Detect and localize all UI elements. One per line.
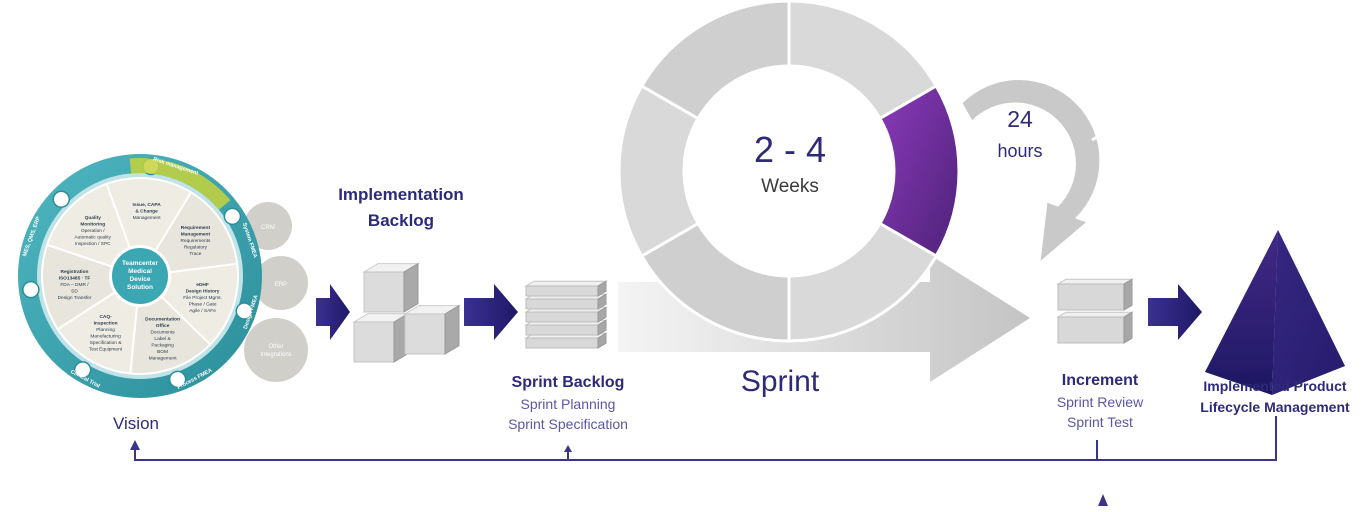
wheel-module-icon xyxy=(73,361,92,379)
wheel-highlight-arc xyxy=(129,157,231,210)
wheel-center-text: Teamcenter xyxy=(122,260,158,267)
wheel-segment-text: Design History xyxy=(186,289,220,295)
wheel-segment-text: Management xyxy=(149,356,178,362)
wheel-center-text: Solution xyxy=(127,284,153,291)
slab xyxy=(1056,278,1134,311)
integration-label: ERP xyxy=(275,282,287,288)
backlog-cubes xyxy=(352,262,461,363)
implemented-plm-label: Implemented Product Lifecycle Management xyxy=(1180,376,1370,418)
loop-divider-2 xyxy=(1091,126,1113,142)
wheel-segment-text: Quality xyxy=(85,215,102,221)
wheel-segment-text: Registration xyxy=(61,269,89,275)
sprint-review-label: Sprint Review xyxy=(1056,394,1144,410)
wheel-segment-text: Phase / Gate xyxy=(189,302,217,308)
wheel-segment-text: Operation / xyxy=(81,228,105,234)
vision-label: Vision xyxy=(113,414,159,433)
wheel-center-text: Device xyxy=(130,276,151,283)
loop-divider-1 xyxy=(1032,46,1048,71)
wheel-segment-text: SD xyxy=(71,289,78,295)
wheel-segment-text: Requirements xyxy=(181,238,211,244)
wheel-segment-text: Documents xyxy=(150,330,175,336)
wheel-segment-text: eDHF xyxy=(196,282,209,288)
sprint-ring-center xyxy=(686,68,892,274)
implementation-backlog-line2: Backlog xyxy=(367,211,435,230)
sprint-planning-label: Sprint Planning xyxy=(520,396,616,412)
integration-circle xyxy=(254,256,308,310)
integration-label: Other xyxy=(268,344,283,350)
daily-value: 24 xyxy=(1007,106,1033,132)
flow-arrow-2 xyxy=(464,284,518,340)
wheel-segment-text: File Project Mgmt. xyxy=(183,295,222,301)
feedback-loop-line xyxy=(130,416,1277,506)
wheel-module-icon xyxy=(223,207,242,226)
implementation-backlog-title: Implementation Backlog xyxy=(296,182,506,234)
implemented-line2: Lifecycle Management xyxy=(1200,399,1350,415)
wheel-segment-text: Agile / SAFe xyxy=(189,308,216,314)
wheel-module-icon xyxy=(22,280,40,299)
wheel-segment-text: Regulatory xyxy=(184,245,208,251)
increment-stack-icon xyxy=(1056,278,1134,344)
wheel-segment-text: Monitoring xyxy=(80,221,105,227)
implementation-backlog-line1: Implementation xyxy=(338,185,464,204)
wheel-segment-text: BOM xyxy=(157,349,168,355)
wheel-segment-text: Automatic quality xyxy=(74,234,111,240)
sprint-specification-label: Sprint Specification xyxy=(508,416,628,432)
sprint-cycle-ring xyxy=(617,0,961,343)
wheel-segment-text: Documentation xyxy=(145,317,180,323)
wheel-segment-text: & Change xyxy=(135,208,158,214)
wheel-segment-text: Requirement xyxy=(181,225,211,231)
cube-icon xyxy=(403,304,461,355)
slab xyxy=(524,280,608,297)
cube-icon xyxy=(362,262,420,313)
wheel-module-icon xyxy=(168,370,187,389)
sprint-backlog-label: Sprint Backlog Sprint Planning Sprint Sp… xyxy=(468,372,668,434)
integration-circle xyxy=(244,318,308,382)
wheel-segment-text: Management xyxy=(133,215,162,221)
wheel-segment-text: Label & xyxy=(154,336,171,342)
wheel-segment-text: Design Transfer xyxy=(58,295,92,301)
wheel-segment-text: Management xyxy=(181,232,211,238)
wheel-segment-text: Packaging xyxy=(151,343,174,349)
sprint-label: Sprint xyxy=(740,365,820,398)
sprint-backlog-title: Sprint Backlog xyxy=(511,374,625,391)
cube-icon xyxy=(352,312,410,363)
wheel-segment-text: Test Equipment xyxy=(89,347,123,353)
integration-circle xyxy=(244,202,292,250)
flow-arrow-3 xyxy=(1148,284,1202,340)
wheel-module-icon xyxy=(52,190,71,208)
sprint-duration-unit: Weeks xyxy=(761,176,819,197)
implemented-line1: Implemented Product xyxy=(1203,378,1347,394)
wheel-center-text: Medical xyxy=(128,268,152,275)
sprint-test-label: Sprint Test xyxy=(1067,414,1133,430)
daily-loop-arrow xyxy=(961,79,1101,264)
daily-unit: hours xyxy=(997,141,1042,161)
wheel-segment-text: ISO13485 · TF xyxy=(59,276,91,282)
integration-label: CRM xyxy=(261,225,275,231)
sprint-duration-value: 2 - 4 xyxy=(754,129,826,170)
increment-title: Increment xyxy=(1061,372,1139,389)
slab xyxy=(1056,311,1134,344)
sprint-ring-segment xyxy=(639,0,791,121)
wheel-segment-text: CAQ- xyxy=(99,314,112,320)
wheel-module-icon xyxy=(235,302,254,320)
increment-label: Increment Sprint Review Sprint Test xyxy=(1010,370,1190,432)
sprint-backlog-stack-icon xyxy=(524,280,608,349)
wheel-segment-text: Planning xyxy=(96,327,115,333)
wheel-segment-text: Inspection / SPC xyxy=(75,241,111,247)
wheel-segment-text: Manufacturing xyxy=(90,334,121,340)
wheel-segment-text: Inspection xyxy=(94,321,118,327)
wheel-segment-text: Issue, CAPA xyxy=(132,202,161,208)
wheel-segment-text: Specification & xyxy=(90,340,123,346)
flow-arrow-1 xyxy=(316,284,350,340)
integration-label: Integrations xyxy=(260,352,291,358)
wheel-segment-text: Office xyxy=(156,323,170,329)
wheel-segment-text: Trace xyxy=(189,251,201,257)
wheel-segment-text: FDA – DMR / xyxy=(60,282,89,288)
wheel-center-disc xyxy=(110,246,170,306)
pyramid-icon xyxy=(1205,230,1345,395)
